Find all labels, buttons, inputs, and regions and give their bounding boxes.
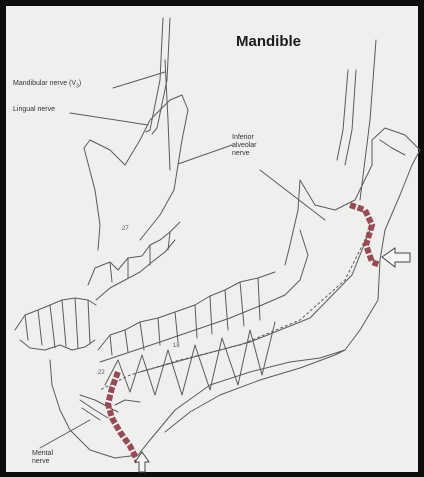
mental-nerve-block-path	[108, 372, 138, 462]
mandibular-canal	[100, 230, 370, 390]
label-mandibular-nerve: Mandibular nerve (V3)	[13, 80, 81, 90]
tooth-number: 18	[173, 343, 180, 349]
label-mental-nerve: Mental nerve	[32, 450, 53, 466]
leader-lingual	[70, 113, 148, 125]
gum-line	[100, 230, 308, 362]
tooth-number: 27	[122, 226, 129, 232]
inferior-alveolar-nerve-trunk	[337, 70, 348, 160]
inferior-alveolar-block-path	[350, 205, 380, 265]
leader-inferior-alveolar-2	[260, 170, 325, 220]
incisor-teeth	[15, 298, 96, 330]
leader-mandibular	[113, 72, 165, 88]
label-inferior-alveolar-nerve: Inferior alveolar nerve	[232, 134, 257, 158]
tooth-number: 22	[98, 370, 105, 376]
label-lingual-nerve: Lingual nerve	[13, 106, 55, 114]
arrow-right-icon	[382, 248, 410, 267]
leader-mental	[40, 420, 90, 448]
left-ramus-outline	[84, 95, 188, 240]
diagram-title: Mandible	[236, 33, 301, 50]
leader-inferior-alveolar	[178, 145, 232, 164]
mandible-inferior-border	[50, 350, 345, 458]
right-ramus-outline	[300, 128, 420, 355]
